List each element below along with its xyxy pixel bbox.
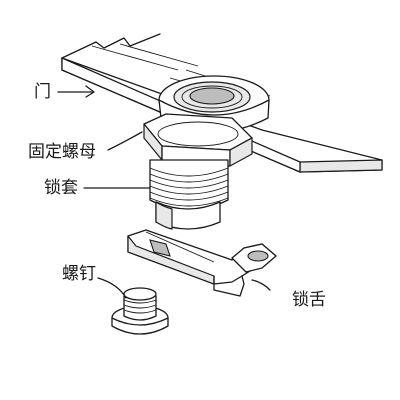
leader-screw: [97, 277, 127, 299]
lock-tongue: [127, 229, 277, 297]
label-fixing-nut: 固定螺母: [28, 142, 96, 162]
screw: [111, 287, 169, 335]
leader-fixing-nut: [107, 131, 143, 151]
leader-lines: [57, 85, 271, 299]
fixing-nut-hex: [143, 113, 253, 167]
label-lock-sleeve: 锁套: [44, 178, 78, 198]
label-screw: 螺钉: [62, 264, 96, 284]
leader-lock-tongue: [251, 279, 271, 291]
label-door: 门: [34, 82, 51, 102]
lock-sleeve-thread: [149, 159, 229, 230]
label-lock-tongue: 锁舌: [292, 290, 326, 310]
